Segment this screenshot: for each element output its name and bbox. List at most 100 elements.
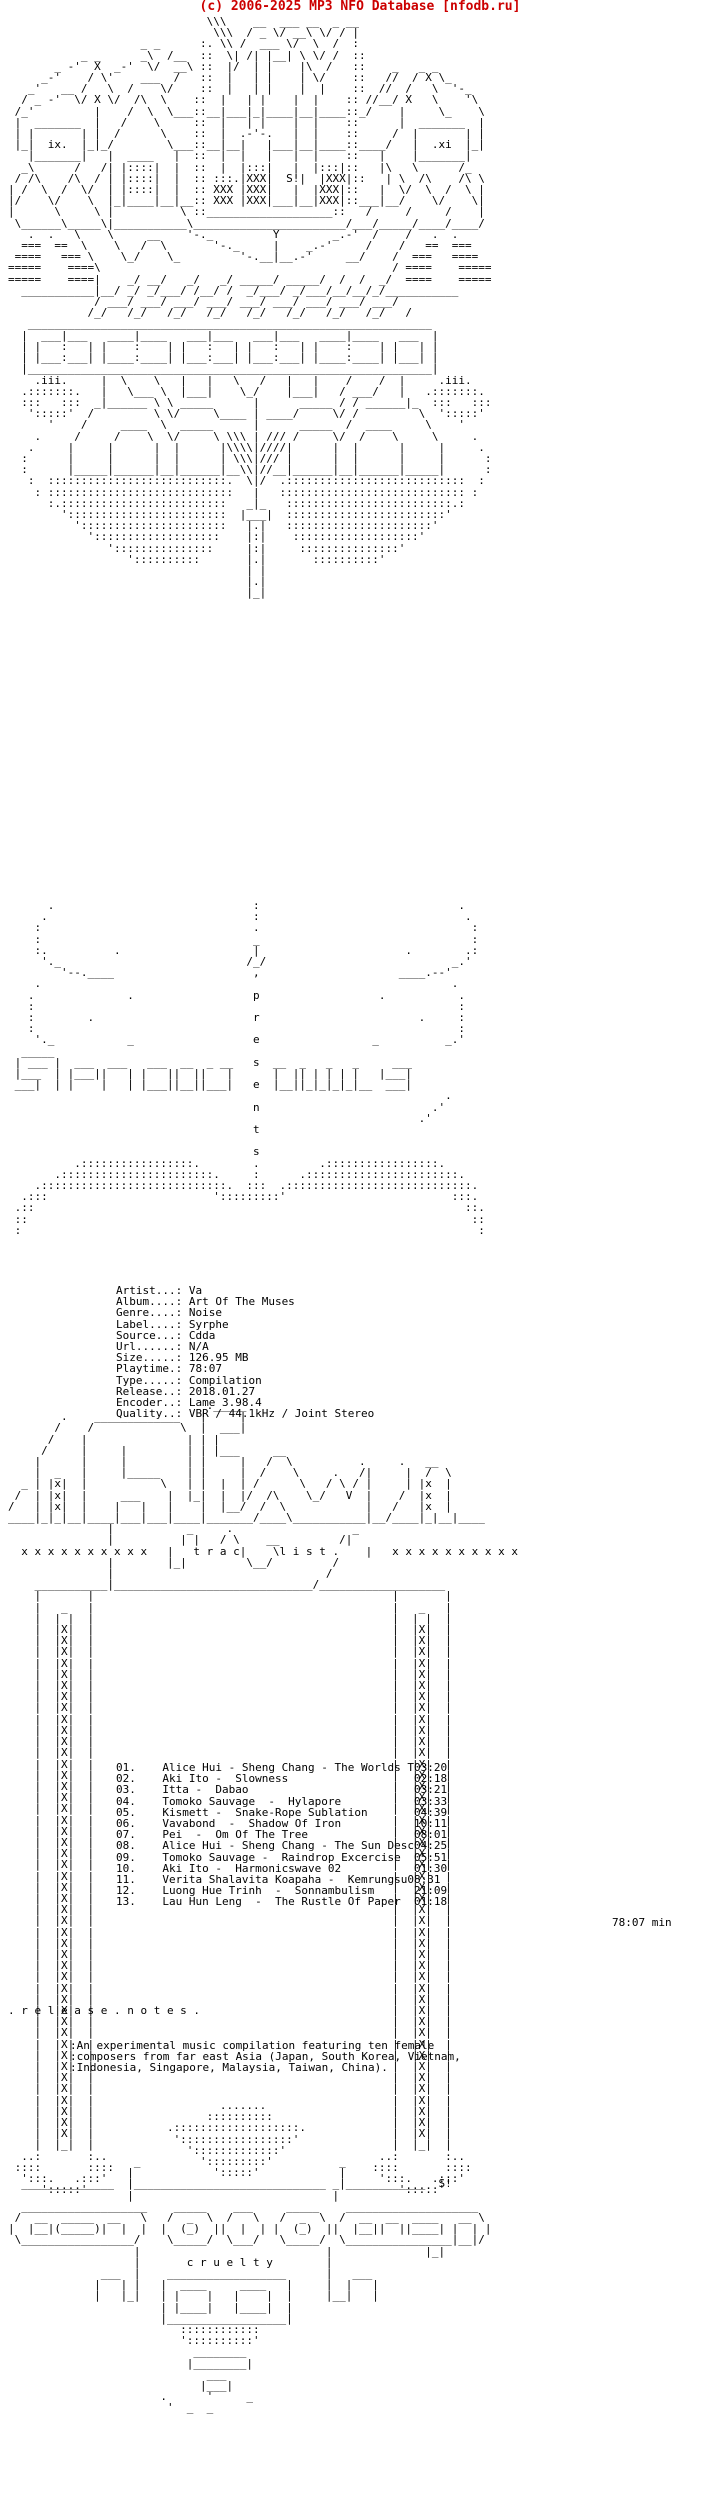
text-line: | |X| | | |X| | xyxy=(8,1690,452,1704)
text-line: / / \ | ___| xyxy=(8,1421,247,1435)
text-line: . xyxy=(8,1089,452,1103)
text-line: Quality..: VBR / 44.1kHz / Joint Stereo xyxy=(116,1407,375,1421)
text-line: \______\_____\|___________\_____________… xyxy=(8,216,485,230)
text-line: . _____________ | | xyxy=(8,1410,247,1424)
text-line: 10. Aki Ito - Harmonicswave 02 01:30 xyxy=(116,1861,448,1875)
text-line: |/ \/ \ |_|____|__|__:: XXX |XXX|___|__|… xyxy=(8,194,485,208)
text-line: :. . | . .: xyxy=(8,943,479,957)
text-line: Source...: Cdda xyxy=(116,1328,216,1342)
text-line: : _ : xyxy=(8,932,479,946)
text-line: 04. Tomoko Sauvage - Hylapore 03:33 xyxy=(116,1794,448,1808)
text-line: ':::::::::::::::::::::::: |___| ::::::::… xyxy=(8,507,452,521)
text-line: | |X| | | |X| | xyxy=(8,1869,452,1883)
text-line: '::::::::::::::: |:| :::::::::::::::' xyxy=(8,541,406,555)
text-line: ________________________________________… xyxy=(8,317,432,331)
text-line: 03. Itta - Dabao 03:21 xyxy=(116,1783,448,1797)
text-line: | |X| | | |X| | xyxy=(8,1981,452,1995)
text-line: ....... xyxy=(8,2099,267,2112)
text-line: | |X| | | |X| | xyxy=(8,2116,452,2129)
text-line: s xyxy=(8,1145,432,1159)
text-line: :: :: xyxy=(8,1212,485,1226)
text-line: ___________________ _____ ___ _____ ____… xyxy=(8,2199,479,2213)
text-line: ________ xyxy=(8,2345,247,2359)
text-line: ===== ====\ / ==== ===== xyxy=(8,261,492,275)
text-line: ___________|____________________________… xyxy=(8,1578,446,1592)
text-line: | | xyxy=(8,563,267,577)
text-line: .::::::::::::::::::::::::::::. ::: .::::… xyxy=(8,1179,479,1193)
text-line: / | |x| | ___ | |_| | |/ /\ \_/ V | / |x… xyxy=(8,1488,452,1502)
text-line: .iii. | \ \ | | \ / | | / / | .iii. xyxy=(8,373,472,387)
text-line: ' _ _ xyxy=(8,2401,214,2415)
footer-ascii-art: ....... :::::::::: .:::::::::::::::::::.… xyxy=(8,2100,491,2414)
text-line: :Indonesia, Singapore, Malaysia, Taiwan,… xyxy=(70,2061,388,2075)
text-line: Size.....: 126.95 MB xyxy=(116,1351,249,1365)
text-line: | | |_| xyxy=(8,2244,446,2258)
text-line: Artist...: Va xyxy=(116,1284,203,1297)
text-line: | |X| | | |X| | xyxy=(8,2093,452,2107)
text-line: | _ | | _ | xyxy=(8,1600,452,1614)
text-line: : . r . : xyxy=(8,1011,465,1025)
text-line: | |X| | | |X| | xyxy=(8,1858,452,1872)
text-line: | ':::::' | xyxy=(8,2166,346,2180)
header-ascii-art: \\\ __ ___ __ _ __ \\\ / _ \/ __\ \/ / |… xyxy=(8,16,491,599)
text-line: 05. Kismett - Snake-Rope Sublation 04:39 xyxy=(116,1805,448,1819)
text-line: : :::::::::::::::::::::::::::. \|/ .::::… xyxy=(8,474,485,488)
text-line: _' __ / \ / \/ :: | | | | | :: // / \ '-… xyxy=(8,82,472,96)
text-line: :An experimental music compilation featu… xyxy=(70,2039,435,2052)
text-line: . | | | | |\\\\|////| | | | | . xyxy=(8,440,485,454)
text-line: . : . xyxy=(8,899,465,912)
text-line: | |X| | | |X| | xyxy=(8,1701,452,1715)
text-line: : |_____|______|__|______|__\\|//__|____… xyxy=(8,463,492,477)
text-line: \\\ / _ \/ __\ \/ / | xyxy=(8,26,359,40)
text-line: . . xyxy=(8,977,459,991)
text-line: Genre....: Noise xyxy=(116,1306,222,1320)
text-line: '--.____ , ____.--' xyxy=(8,966,452,980)
text-line: ':::::::::::::::::::::: |.| ::::::::::::… xyxy=(8,519,439,533)
text-line: \_________________/ \_____/ \___/ \_____… xyxy=(8,2233,485,2247)
copyright-banner[interactable]: (c) 2006-2025 MP3 NFO Database [nfodb.ru… xyxy=(199,0,521,14)
text-line: | |X| | | |X| | xyxy=(8,2082,452,2096)
text-line: | | : | | : | | : | | : | | : | | | | xyxy=(8,339,439,353)
text-line: | | | | ____ ____ | | | | xyxy=(8,2278,379,2292)
text-line: | |X| | | |X| | xyxy=(8,1813,452,1827)
text-line: :composers from far east Asia (Japan, So… xyxy=(70,2050,461,2064)
text-line: '._ /_/ _.' xyxy=(8,955,472,969)
text-line: .:::::::::::::::::::. xyxy=(8,2121,307,2135)
text-line: | _ | |_____ | | | / \ . /| | / \ xyxy=(8,1466,452,1480)
text-line: | |X| | | |X| | xyxy=(8,1992,452,2006)
text-line: | |_| | | |_| | xyxy=(8,2138,452,2152)
text-line: . ' _ xyxy=(8,2390,254,2404)
text-line: | |X| | | |X| | xyxy=(8,2037,452,2051)
text-line: ___ xyxy=(8,2367,227,2381)
text-line: ___ | __________________ | ___ xyxy=(8,2267,373,2281)
text-line: :::::::::: xyxy=(8,2110,273,2124)
text-line: .:::::::::::::::::::::::. : .:::::::::::… xyxy=(8,1167,465,1181)
text-line: _-' / \' ___ / :: | | | | \/ :: // / X \… xyxy=(8,71,452,85)
text-line: | |X| | | |X| | xyxy=(8,1746,452,1760)
text-line: _ | |x| | \ | | | | / \ / \ / | | |x | xyxy=(8,1477,452,1491)
text-line: | |X| | | |X| | xyxy=(8,1779,452,1793)
text-line: | | | | | | | | xyxy=(8,1611,452,1625)
text-line: : :::::::::::::::::::::::::::: | :::::::… xyxy=(8,485,479,499)
text-line: | |X| | | |X| | xyxy=(8,2026,452,2040)
text-line: . : . xyxy=(8,910,472,924)
text-line: | |X| | | |X| | xyxy=(8,1880,452,1894)
text-line: | _ . _ xyxy=(8,1522,359,1536)
text-line: 07. Pei - Om Of The Tree 08:01 xyxy=(116,1828,448,1842)
text-line: ':::::::::: |.| ::::::::::' xyxy=(8,552,386,566)
text-line: ':::::::::::::' xyxy=(8,2143,287,2157)
text-line: |_| xyxy=(8,586,267,600)
text-line: ______________ |________________________… xyxy=(8,2177,452,2191)
text-line: Type.....: Compilation xyxy=(116,1373,262,1387)
text-line: |___ | |___|| | | || || | | || | | | | |… xyxy=(8,1067,419,1081)
text-line: 09. Tomoko Sauvage - Raindrop Excercise … xyxy=(116,1850,448,1864)
text-line: |__________________| xyxy=(8,2311,293,2325)
text-line: :::::::::::: xyxy=(8,2323,260,2337)
total-playtime: 78:07 min xyxy=(612,1916,672,1929)
text-line: | |X| | | |X| | xyxy=(8,1634,452,1648)
text-line: /_/ /_/ /_/ /_/ /_/ /_/ /_/ /_/ / xyxy=(8,306,412,320)
text-line: Release..: 2018.01.27 xyxy=(116,1384,256,1398)
text-line: t xyxy=(8,1123,406,1137)
text-line: 13. Lau Hun Leng - The Rustle Of Paper 0… xyxy=(116,1895,448,1909)
